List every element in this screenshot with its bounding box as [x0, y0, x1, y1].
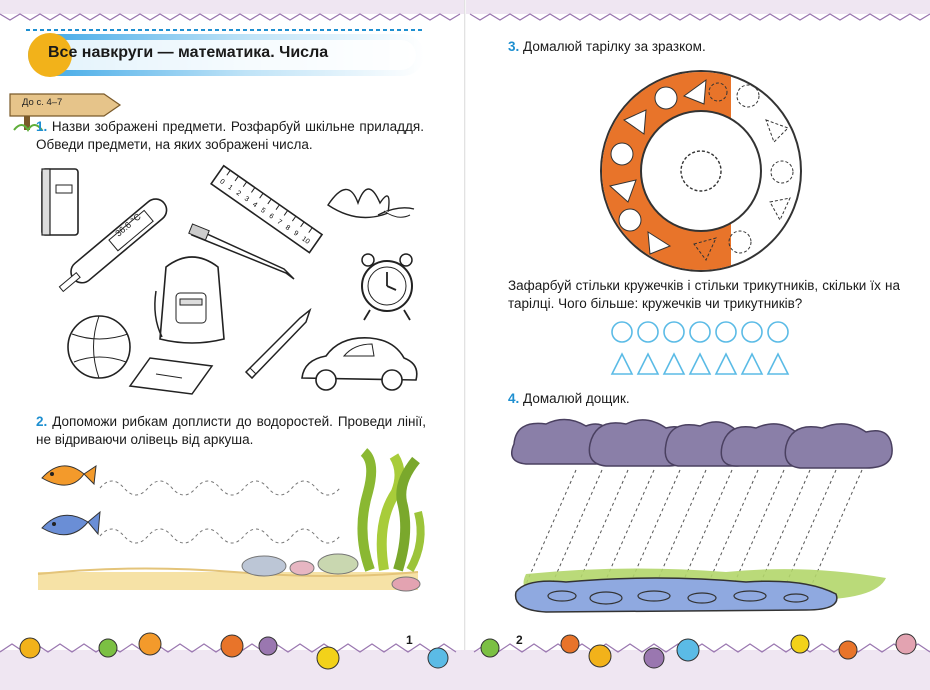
page-number-right: 2 [516, 633, 523, 647]
ruler-number: 10 [300, 236, 310, 246]
chapter-banner [26, 29, 424, 77]
ruler-number: 9 [292, 230, 299, 238]
task-number: 3. [508, 39, 520, 54]
page-number-left: 1 [406, 633, 413, 647]
plate-illustration [600, 70, 802, 272]
bottom-decor-border [0, 632, 930, 690]
lily-flower-illustration [327, 188, 415, 219]
alarm-clock-illustration [361, 253, 413, 321]
task-text: Домалюй тарілку за зразком. [523, 39, 706, 54]
chapter-title: Все навкруги — математика. Числа [48, 44, 329, 61]
book-illustration [41, 168, 79, 236]
decor-number-characters [19, 632, 917, 670]
task-number: 4. [508, 391, 520, 406]
task-text: Назви зображені предмети. Розфарбуй шкіл… [36, 119, 424, 152]
pen-illustration [188, 223, 295, 280]
task-number: 1. [36, 119, 48, 134]
task-2: 2. Допоможи рибкам доплисти до водоросте… [36, 413, 426, 449]
backpack-illustration [154, 256, 225, 344]
orange-fish [41, 464, 97, 486]
fish-scene [37, 448, 425, 592]
task-4: 4. Домалюй дощик. [508, 390, 908, 408]
ruler-number: 6 [267, 213, 274, 221]
circles-row [611, 321, 789, 343]
notebook-illustration [128, 357, 214, 395]
task-text: Домалюй дощик. [523, 391, 630, 406]
task-1: 1. Назви зображені предмети. Розфарбуй ш… [36, 118, 424, 154]
task-number: 2. [36, 414, 48, 429]
page-gutter [464, 0, 466, 690]
reference-arrow-sign [9, 93, 122, 132]
task-text: Допоможи рибкам доплисти до водоростей. … [36, 414, 426, 447]
task-3: 3. Домалюй тарілку за зразком. [508, 38, 908, 56]
ruler-number: 4 [251, 201, 258, 209]
count-shapes [610, 321, 790, 375]
car-illustration [301, 337, 418, 391]
ball-illustration [67, 315, 131, 379]
ruler-number: 5 [259, 207, 266, 215]
triangles-row [610, 352, 790, 375]
ruler-number: 1 [227, 184, 234, 192]
ruler-number: 3 [243, 195, 250, 203]
task-text: Зафарбуй стільки кружечків і стільки три… [508, 278, 900, 311]
clouds [511, 418, 893, 469]
ruler-number: 2 [235, 190, 242, 198]
ruler-number: 8 [284, 224, 291, 232]
ruler-number: 7 [276, 218, 283, 226]
pencil-illustration [244, 307, 312, 380]
thermometer-illustration [58, 198, 168, 293]
blue-fish [41, 510, 101, 536]
task-3-question: Зафарбуй стільки кружечків і стільки три… [508, 277, 900, 313]
reference-label: До с. 4–7 [22, 97, 63, 108]
ruler-number: 0 [218, 178, 225, 186]
rain-scene [511, 418, 893, 613]
rain-lines [525, 469, 863, 585]
